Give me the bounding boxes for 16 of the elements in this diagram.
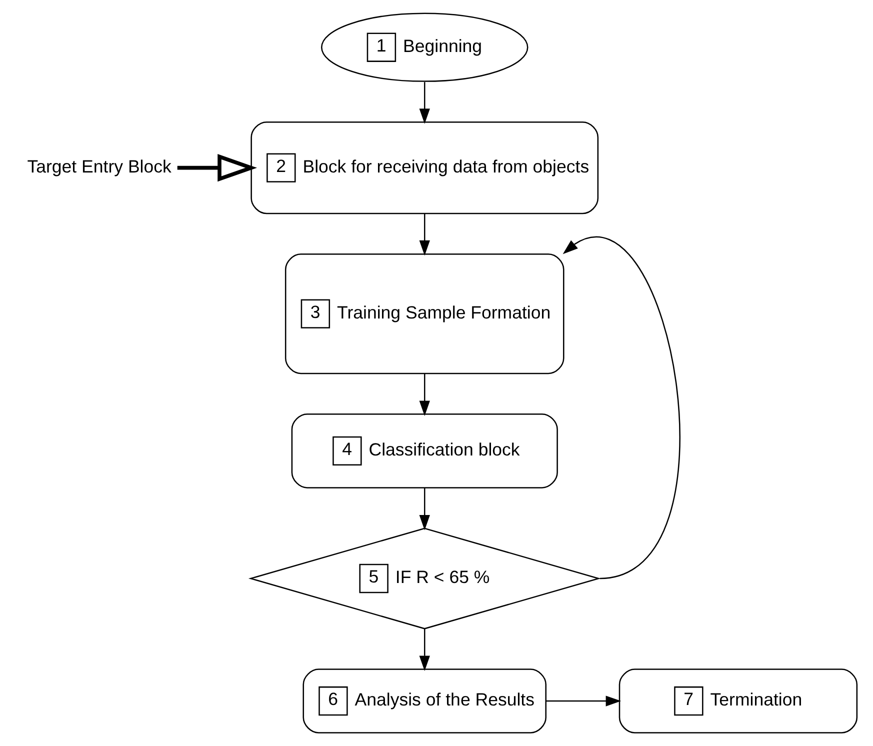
arrow (418, 628, 430, 671)
node-box: 6 Analysis of the Results (302, 668, 546, 734)
node-box: 2 Block for receiving data from objects (250, 121, 598, 214)
arrow (562, 236, 680, 580)
arrow (545, 696, 621, 706)
arrow (418, 82, 430, 124)
node-ellipse: 1 Beginning (320, 12, 528, 82)
arrow (418, 374, 430, 416)
node-diamond: 5 IF R < 65 % (248, 528, 600, 630)
arrow (418, 488, 430, 530)
node-box: 4 Classification block (290, 413, 558, 488)
arrow (418, 214, 430, 256)
node-box: 3 Training Sample Formation (284, 254, 564, 374)
arrow (176, 154, 257, 182)
node-text: Target Entry Block (26, 156, 171, 176)
node-box: 7 Termination (618, 668, 858, 734)
